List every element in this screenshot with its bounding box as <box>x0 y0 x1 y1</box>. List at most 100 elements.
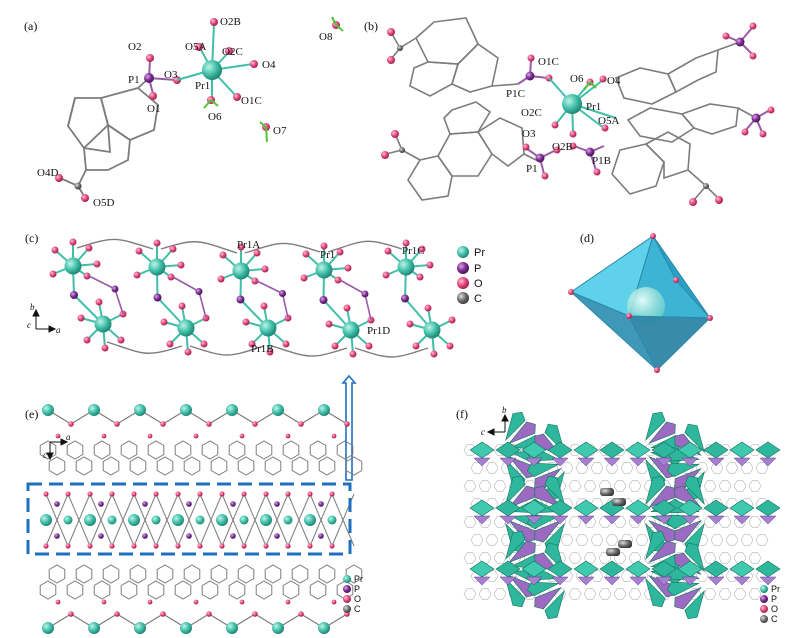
legend-label: O <box>354 594 361 604</box>
aromatic-ring <box>174 580 192 600</box>
praseodymium-atom <box>226 622 238 634</box>
ring-mesh <box>478 588 492 600</box>
bond <box>56 519 69 547</box>
oxygen-atom <box>177 261 185 269</box>
atom-label: O3 <box>522 128 536 140</box>
atom-label: O7 <box>273 125 287 137</box>
polyhedron <box>521 560 547 578</box>
oxygen-atom <box>109 543 115 549</box>
legend-label: P <box>771 594 777 604</box>
phosphonate-tetrahedron <box>577 576 595 586</box>
legend-label: C <box>354 604 361 614</box>
phosphonate-tetrahedron <box>603 576 621 586</box>
bond <box>287 493 300 521</box>
atom-label: O3 <box>164 69 178 81</box>
ring-mesh <box>568 552 582 564</box>
atom-label: O2B <box>220 16 241 28</box>
carbon-linker <box>618 540 632 548</box>
phosphonate-tetrahedron <box>733 457 751 467</box>
aromatic-ring <box>255 440 273 460</box>
polyhedron <box>674 520 702 543</box>
oxygen-atom <box>298 611 304 617</box>
aromatic-ring <box>183 456 201 476</box>
polyhedron <box>505 411 526 442</box>
aromatic-ring <box>75 564 93 584</box>
bond <box>309 519 322 547</box>
axes-c <box>32 308 57 333</box>
polyhedron <box>677 499 703 517</box>
polyhedron <box>666 581 700 597</box>
linker <box>271 345 348 357</box>
aromatic-ring <box>120 580 138 600</box>
phosphorus-atom <box>54 533 60 539</box>
ring-mesh <box>740 462 754 474</box>
layer-e <box>39 404 363 634</box>
bond <box>133 493 146 521</box>
polyhedron <box>508 421 536 444</box>
polyhedron <box>495 441 521 459</box>
oxygen-atom <box>412 342 420 350</box>
oxygen-atom <box>153 239 161 247</box>
aromatic-ring <box>309 440 327 460</box>
ring-mesh <box>718 552 732 564</box>
praseodymium-atom <box>42 404 54 416</box>
phosphorus-atom <box>318 533 324 539</box>
ring-mesh <box>463 552 477 564</box>
bond <box>331 493 344 521</box>
oxygen-atom <box>260 302 268 310</box>
carbon-linker <box>600 488 614 496</box>
phosphorus-atom <box>142 501 148 507</box>
bond <box>144 519 157 547</box>
aromatic-ring <box>228 580 246 600</box>
bond <box>298 519 311 547</box>
praseodymium-atom <box>134 404 146 416</box>
oxygen-atom <box>266 348 274 356</box>
bond <box>320 519 333 547</box>
ring-mesh <box>710 534 724 546</box>
phosphorus-atom <box>230 501 236 507</box>
oxygen-atom <box>237 243 245 251</box>
praseodymium-atom <box>151 515 161 525</box>
phosphonate-tetrahedron <box>525 576 543 586</box>
panel-f: (f) b c Pr P O C <box>456 405 781 624</box>
bond <box>155 519 168 547</box>
polyhedron <box>521 441 547 459</box>
oxygen-atom <box>101 599 107 605</box>
polyhedron <box>651 499 677 517</box>
aromatic-ring <box>75 456 93 476</box>
oxygen-atom <box>241 543 247 549</box>
oxygen-atom <box>160 318 168 326</box>
oxygen-atom <box>336 248 344 256</box>
oxygen-atom <box>331 599 337 605</box>
praseodymium-atom <box>226 404 238 416</box>
aromatic-ring <box>255 580 273 600</box>
bond <box>339 279 366 295</box>
oxygen-atom <box>147 433 153 439</box>
praseodymium-atom <box>94 315 112 333</box>
atom-label: Pr1 <box>320 249 335 261</box>
polyhedron <box>573 441 599 459</box>
oxygen-atom <box>307 543 313 549</box>
phosphonate-tetrahedron <box>759 515 777 525</box>
ring-mesh <box>590 570 604 582</box>
polyhedron <box>684 542 705 573</box>
polyhedron <box>469 560 495 578</box>
oxygen-atom <box>402 239 410 247</box>
bond <box>320 493 333 521</box>
highlight-arrow <box>341 374 357 481</box>
polyhedron <box>645 411 666 442</box>
polyhedron <box>547 499 573 517</box>
bond <box>114 288 124 315</box>
aromatic-ring <box>93 440 111 460</box>
praseodymium-atom <box>315 261 333 279</box>
phosphonate-tetrahedron <box>551 576 569 586</box>
oxygen-atom <box>184 348 192 356</box>
axis-label: a <box>56 325 61 335</box>
phosphorus-atom <box>142 533 148 539</box>
phosphonate-tetrahedron <box>707 457 725 467</box>
oxygen-atom <box>69 238 77 246</box>
packing-f <box>463 411 781 620</box>
polyhedron <box>505 530 526 561</box>
phosphonate-tetrahedron <box>681 576 699 586</box>
ring-mesh <box>575 534 589 546</box>
